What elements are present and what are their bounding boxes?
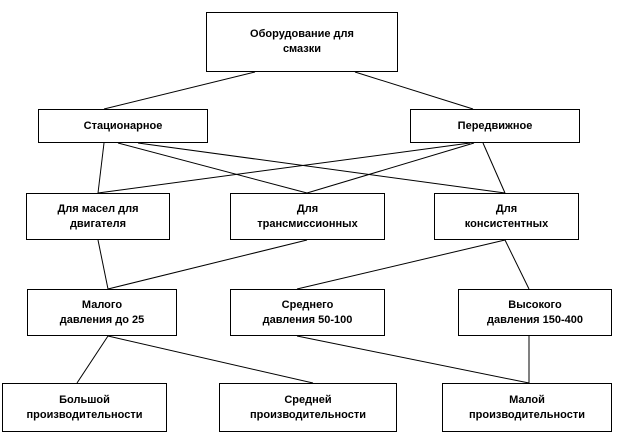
node-medium-pressure-line-2: давления 50-100 [262,313,353,326]
connector-transmission-low-pressure [107,239,308,290]
connector-mobile-engine-oils [97,142,471,194]
node-medium-capacity-line-1: Средней [284,393,332,406]
node-lubrication-equipment-line-1: Оборудование для [250,28,354,40]
connector-engine-oils-low-pressure [97,239,109,290]
connector-low-pressure-high-capacity [76,335,109,384]
connector-root-mobile [354,71,474,110]
connector-mobile-transmission [306,142,475,194]
node-mobile-label: Передвижное [457,119,533,132]
node-transmission-line-2: трансмиссионных [257,217,358,230]
connector-low-pressure-medium-capacity [107,335,314,384]
node-medium-pressure-line-1: Среднего [281,298,334,311]
node-high-capacity-line-2: производительности [26,408,143,421]
node-high-capacity: Большой производительности [2,383,167,432]
connector-stationary-consistent [137,142,506,194]
node-stationary: Стационарное [38,109,208,143]
connector-root-stationary [103,71,256,110]
node-lubrication-equipment-line-2: смазки [282,43,322,55]
node-consistent-line-1: Для [495,202,518,215]
node-engine-oils-line-2: двигателя [69,217,127,230]
node-high-capacity-line-1: Большой [59,393,110,406]
node-low-pressure-line-2: давления до 25 [59,313,145,326]
node-consistent-line-2: консистентных [464,217,549,230]
node-mobile: Передвижное [410,109,580,143]
connector-medium-pressure-low-capacity [296,335,530,384]
connector-stationary-engine-oils [97,142,105,194]
node-engine-oils: Для масел для двигателя [26,193,170,240]
node-stationary-label: Стационарное [83,119,163,132]
node-consistent: Для консистентных [434,193,579,240]
node-low-capacity-line-1: Малой [509,393,545,406]
connector-mobile-consistent [482,142,506,194]
node-low-pressure: Малого давления до 25 [27,289,177,336]
node-high-pressure-line-1: Высокого [508,298,562,311]
node-medium-capacity-line-2: производительности [250,408,366,421]
connector-consistent-medium-pressure [296,239,506,290]
node-lubrication-equipment: Оборудование для смазки [206,12,398,72]
node-low-capacity: Малой производительности [442,383,612,432]
node-low-capacity-line-2: производительности [469,408,585,421]
node-high-pressure: Высокого давления 150-400 [458,289,612,336]
node-low-pressure-line-1: Малого [81,298,123,311]
node-engine-oils-line-1: Для масел для [57,202,139,215]
node-high-pressure-line-2: давления 150-400 [487,313,583,326]
connector-stationary-transmission [117,142,308,194]
node-transmission: Для трансмиссионных [230,193,385,240]
node-medium-pressure: Среднего давления 50-100 [230,289,385,336]
node-transmission-line-1: Для [296,202,319,215]
connector-consistent-high-pressure [504,239,530,290]
node-medium-capacity: Средней производительности [219,383,397,432]
